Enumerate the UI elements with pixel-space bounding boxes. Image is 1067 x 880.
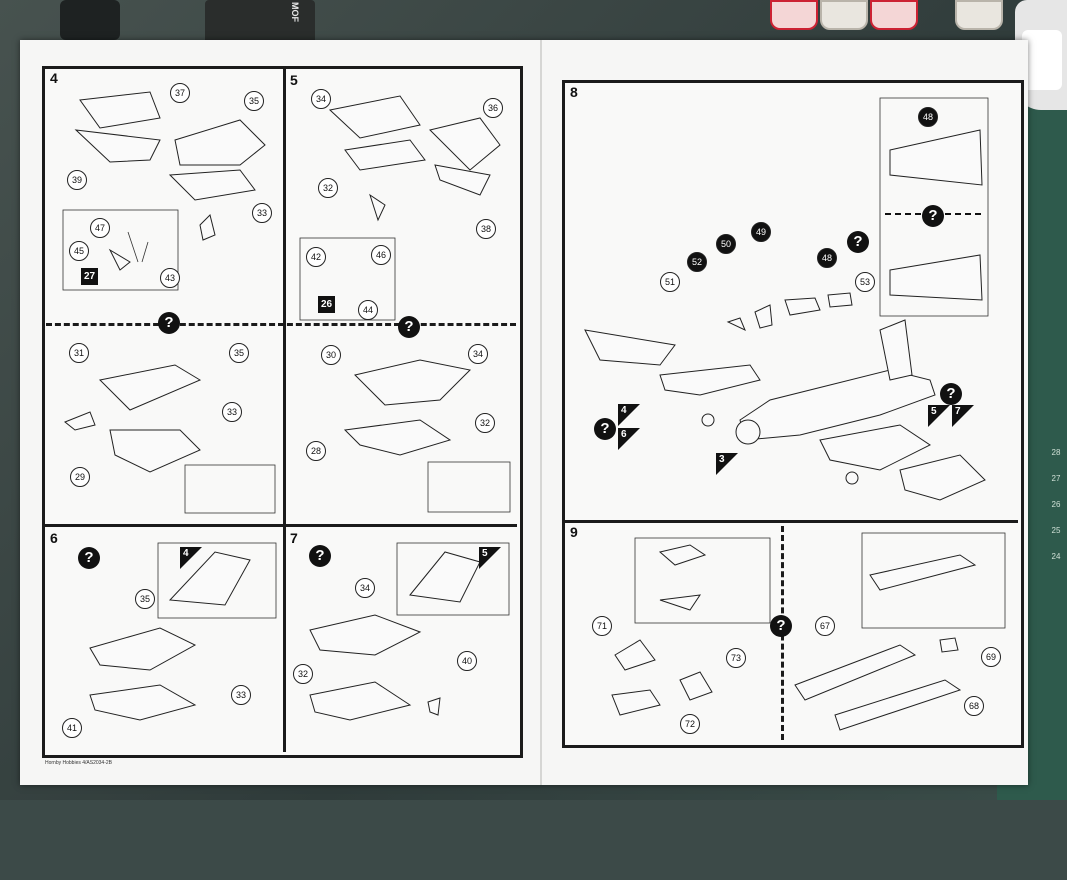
part-callout: 38 <box>476 219 496 239</box>
part-callout: 33 <box>222 402 242 422</box>
part-callout: 37 <box>170 83 190 103</box>
detail-frame <box>299 237 396 321</box>
optional-mark: ? <box>594 418 616 440</box>
part-callout: 68 <box>964 696 984 716</box>
detail-frame <box>184 464 276 514</box>
detail-frame <box>879 97 989 317</box>
part-callout: 33 <box>231 685 251 705</box>
part-callout: 43 <box>160 268 180 288</box>
detail-frame <box>396 542 510 616</box>
wing-lower-part <box>74 129 161 163</box>
part-callout: 29 <box>70 467 90 487</box>
part-callout: 33 <box>252 203 272 223</box>
paint-jar <box>820 0 868 30</box>
black-clip <box>60 0 120 40</box>
part-callout: 71 <box>592 616 612 636</box>
sheet-fold <box>540 40 542 785</box>
part-callout: 67 <box>815 616 835 636</box>
wing-upper-part <box>79 91 161 129</box>
step-number: 5 <box>290 72 298 88</box>
part-callout: 34 <box>311 89 331 109</box>
left-page-split <box>283 68 286 752</box>
ruler-mark: 24 <box>1051 552 1061 561</box>
ruler-mark: 26 <box>1051 500 1061 509</box>
optional-mark: ? <box>922 205 944 227</box>
part-callout: 69 <box>981 647 1001 667</box>
optional-mark: ? <box>398 316 420 338</box>
part-callout: 35 <box>135 589 155 609</box>
part-callout: 47 <box>90 218 110 238</box>
part-callout: 45 <box>69 241 89 261</box>
left-page-hsplit <box>44 524 517 527</box>
ruler-mark: 27 <box>1051 474 1061 483</box>
plane-tail <box>879 319 913 381</box>
part-callout: 28 <box>306 441 326 461</box>
mat-ruler: 28 27 26 25 24 <box>1049 440 1063 880</box>
ruler-mark: 25 <box>1051 526 1061 535</box>
plane-fuselage <box>739 369 936 441</box>
alt-divider <box>46 323 516 326</box>
step-number: 6 <box>50 530 58 546</box>
paint-jar <box>770 0 818 30</box>
part-callout: 41 <box>62 718 82 738</box>
detail-frame <box>62 209 179 291</box>
detail-frame <box>157 542 277 619</box>
optional-mark: ? <box>770 615 792 637</box>
subassembly-tag: 26 <box>318 296 335 313</box>
part-callout: 34 <box>468 344 488 364</box>
part-callout: 32 <box>475 413 495 433</box>
paint-jar <box>955 0 1003 30</box>
part-callout: 73 <box>726 648 746 668</box>
part-callout: 49 <box>751 222 771 242</box>
step-number: 4 <box>50 70 58 86</box>
part-callout: 72 <box>680 714 700 734</box>
part-callout: 32 <box>293 664 313 684</box>
wing-top-panel <box>174 119 266 166</box>
right-page-hsplit <box>564 520 1018 523</box>
part-callout: 51 <box>660 272 680 292</box>
detail-frame <box>861 532 1006 629</box>
part-callout: 35 <box>229 343 249 363</box>
optional-mark: ? <box>847 231 869 253</box>
step-number: 8 <box>570 84 578 100</box>
optional-mark: ? <box>940 383 962 405</box>
part-callout: 50 <box>716 234 736 254</box>
optional-mark: ? <box>309 545 331 567</box>
optional-mark: ? <box>158 312 180 334</box>
part-callout: 36 <box>483 98 503 118</box>
part-callout: 40 <box>457 651 477 671</box>
optional-mark: ? <box>78 547 100 569</box>
part-callout: 53 <box>855 272 875 292</box>
footer-code: Hornby Hobbies 4/AS2034-2B <box>45 760 112 766</box>
step-number: 9 <box>570 524 578 540</box>
part-callout: 32 <box>318 178 338 198</box>
landing-gear <box>199 214 216 241</box>
part-callout: 46 <box>371 245 391 265</box>
part-callout: 52 <box>687 252 707 272</box>
detail-frame <box>427 461 511 513</box>
plane-wing-left <box>584 329 676 366</box>
detail-frame <box>634 537 771 624</box>
wing-bottom-panel <box>168 169 256 201</box>
part-callout: 48 <box>817 248 837 268</box>
part-callout: 42 <box>306 247 326 267</box>
paint-jar <box>870 0 918 30</box>
part-callout: 39 <box>67 170 87 190</box>
line-drawings <box>62 91 1006 731</box>
part-callout: 30 <box>321 345 341 365</box>
subassembly-tag: 27 <box>81 268 98 285</box>
part-callout: 44 <box>358 300 378 320</box>
part-callout: 48 <box>918 107 938 127</box>
part-callout: 34 <box>355 578 375 598</box>
part-callout: 31 <box>69 343 89 363</box>
ruler-mark: 28 <box>1051 448 1061 457</box>
part-callout: 35 <box>244 91 264 111</box>
step-number: 7 <box>290 530 298 546</box>
